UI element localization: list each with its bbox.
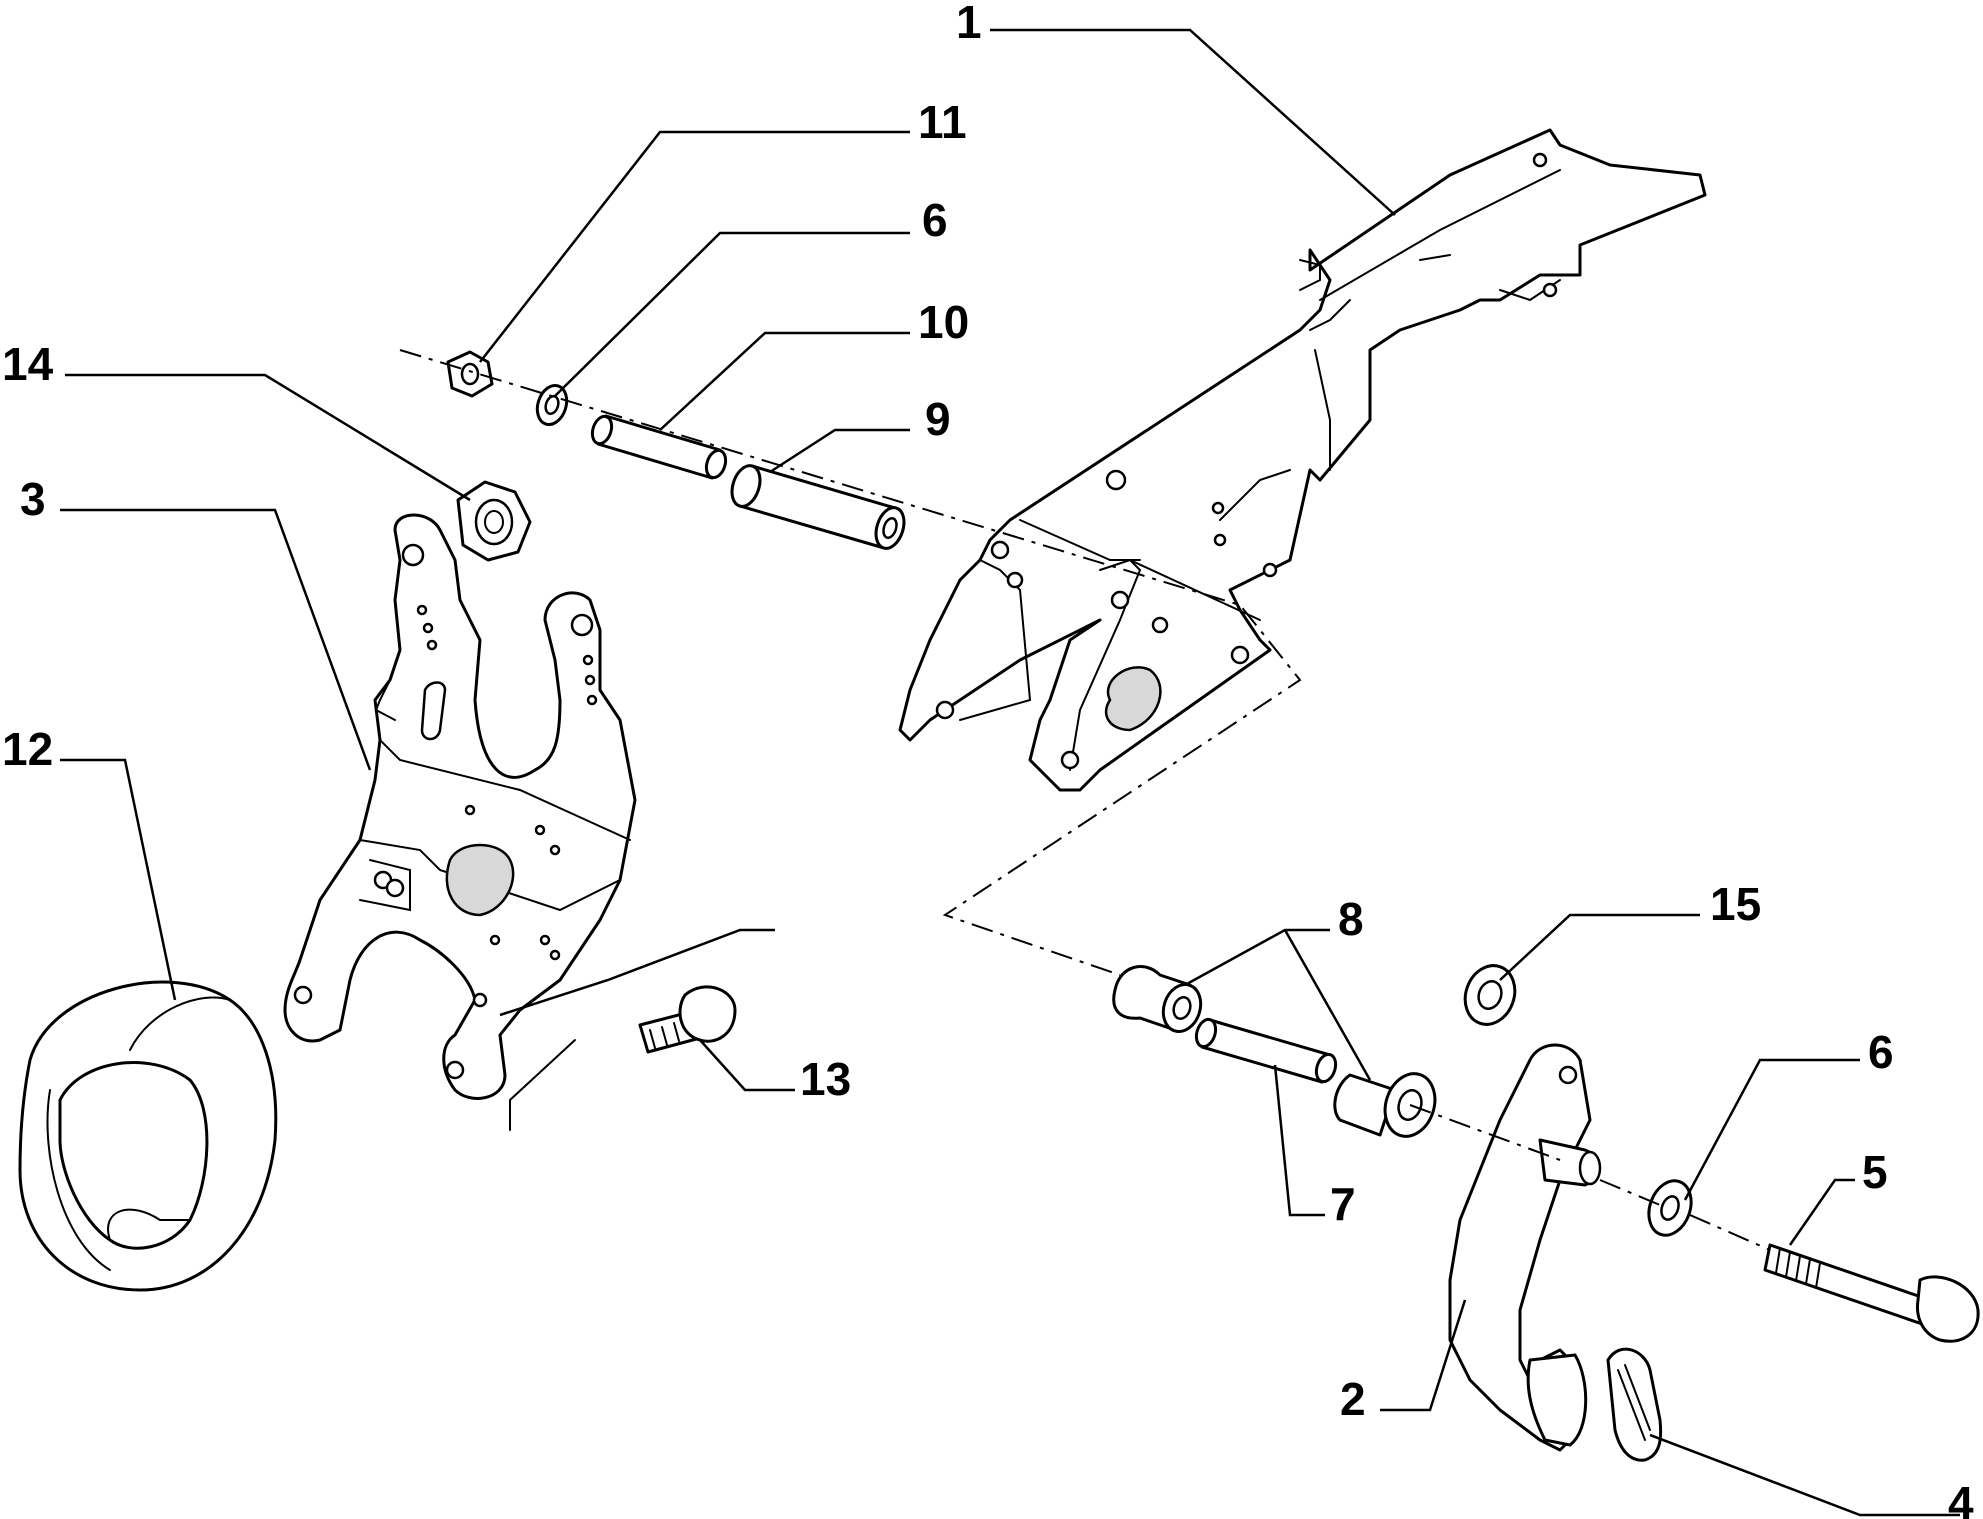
callout-7: 7 <box>1330 1178 1356 1230</box>
leader-8 <box>1184 928 1372 1081</box>
callout-1: 1 <box>956 0 982 48</box>
callout-2: 2 <box>1340 1373 1366 1425</box>
leader-13c <box>509 1039 576 1131</box>
leader-14 <box>65 373 471 502</box>
part-6-washer-upper <box>535 383 569 427</box>
part-6-washer-lower <box>1647 1179 1693 1237</box>
leader-13 <box>699 1039 795 1092</box>
leader-13b <box>499 928 775 1017</box>
callout-12: 12 <box>2 723 53 775</box>
leader-4 <box>1649 1433 1960 1517</box>
callout-9: 9 <box>925 393 951 445</box>
leader-9 <box>769 428 910 474</box>
callout-4: 4 <box>1948 1477 1974 1519</box>
leader-6b <box>1683 1058 1860 1201</box>
part-8-bushing-right <box>1333 1072 1437 1138</box>
callout-11: 11 <box>918 96 967 148</box>
part-15-washer <box>1463 964 1517 1026</box>
part-13-stop-screw <box>638 985 737 1054</box>
callout-13: 13 <box>800 1053 851 1105</box>
leader-2 <box>1380 1299 1467 1412</box>
leader-1 <box>990 28 1396 216</box>
part-14-nut <box>456 480 532 562</box>
part-9-sleeve <box>730 464 906 550</box>
callout-14: 14 <box>2 338 54 390</box>
part-3-mounting-plate <box>283 513 637 1100</box>
part-4-pedal-pad <box>1606 1347 1663 1462</box>
axis-upper <box>399 349 1302 976</box>
part-7-pin <box>1194 1017 1338 1084</box>
callout-8: 8 <box>1338 893 1364 945</box>
callout-5: 5 <box>1862 1146 1888 1198</box>
callout-10: 10 <box>918 296 969 348</box>
leader-12 <box>60 758 177 1001</box>
callout-6-upper: 6 <box>922 194 948 246</box>
part-2-pedal-lever <box>1448 1043 1602 1452</box>
leader-3 <box>60 508 372 771</box>
leader-5 <box>1788 1178 1855 1246</box>
callout-3: 3 <box>20 473 46 525</box>
part-8-bushing-left <box>1112 965 1203 1033</box>
leader-10 <box>659 331 910 431</box>
leader-11 <box>479 130 910 363</box>
part-11-nut <box>446 350 494 398</box>
part-10-spacer-tube <box>590 414 728 480</box>
leader-6a <box>554 231 910 397</box>
leader-15 <box>1499 913 1700 981</box>
axis-lower <box>1409 1104 1771 1251</box>
part-1-support-bracket <box>898 128 1707 792</box>
callout-6-lower: 6 <box>1868 1026 1894 1078</box>
part-5-bolt <box>1763 1243 1980 1343</box>
leader-7 <box>1273 1064 1325 1217</box>
part-12-ring-boot <box>18 980 278 1292</box>
callout-15: 15 <box>1710 878 1761 930</box>
